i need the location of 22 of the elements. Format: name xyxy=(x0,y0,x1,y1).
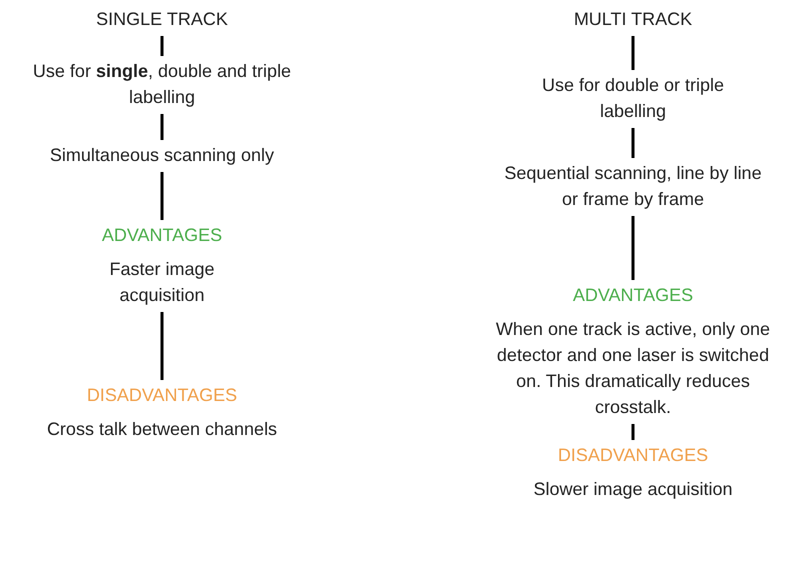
section-heading: DISADVANTAGES xyxy=(86,384,238,407)
connector-line xyxy=(160,312,164,380)
column-title: SINGLE TRACK xyxy=(42,6,282,32)
connector-line xyxy=(160,172,164,220)
connector-line xyxy=(632,128,634,158)
connector-line xyxy=(160,114,164,140)
section-heading: DISADVANTAGES xyxy=(556,444,710,467)
connector-line xyxy=(632,424,634,440)
section-heading: ADVANTAGES xyxy=(100,224,224,247)
step-text: Use for double or triple labelling xyxy=(538,72,728,124)
section-heading: ADVANTAGES xyxy=(572,284,694,307)
connector-line xyxy=(632,216,634,280)
connector-line xyxy=(160,36,164,56)
section-text: Slower image acquisition xyxy=(532,478,734,501)
step-text: Sequential scanning, line by line or frame by frame xyxy=(498,160,768,212)
column-title: MULTI TRACK xyxy=(513,6,753,32)
step-text: Use for single, double and triple labelling xyxy=(2,58,322,110)
section-text: When one track is active, only one detector and one laser is switched on. This dramatically reduces crosstalk. xyxy=(496,318,770,419)
connector-line xyxy=(632,36,634,70)
section-text: Cross talk between channels xyxy=(46,418,278,441)
section-text: Faster image acquisition xyxy=(108,258,216,307)
step-text: Simultaneous scanning only xyxy=(17,142,307,168)
